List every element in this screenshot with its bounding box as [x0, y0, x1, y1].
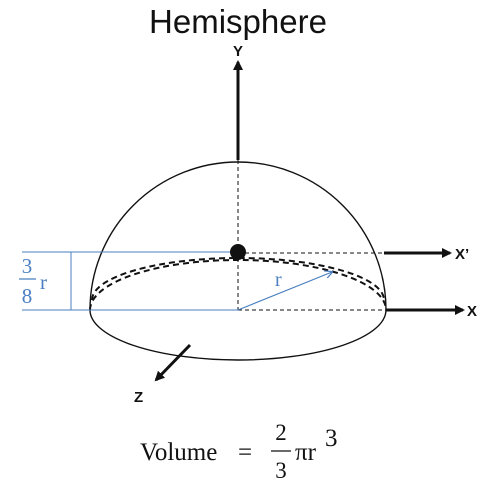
- z-axis-label: Z: [134, 389, 143, 406]
- formula-exponent: 3: [325, 425, 338, 452]
- x-axis-label: X: [467, 303, 477, 320]
- formula-lhs: Volume: [140, 439, 217, 466]
- radius-arrow: [237, 272, 332, 311]
- formula-numerator: 2: [275, 420, 287, 445]
- y-axis-label: Y: [233, 43, 243, 60]
- radius-label: r: [275, 269, 282, 291]
- centroid-fraction-denominator: 8: [22, 284, 33, 308]
- formula-pi-r: πr: [295, 439, 317, 466]
- diagram-title: Hemisphere: [149, 3, 327, 40]
- x-prime-axis-label: X’: [455, 246, 469, 263]
- centroid-fraction-suffix: r: [40, 270, 47, 294]
- centroid-plane-dashed: [91, 257, 385, 301]
- centroid-fraction-numerator: 3: [22, 254, 33, 278]
- formula-denominator: 3: [275, 458, 287, 483]
- formula-equals: =: [238, 439, 252, 466]
- z-axis-arrow: [154, 343, 192, 382]
- centroid-point: [230, 244, 246, 260]
